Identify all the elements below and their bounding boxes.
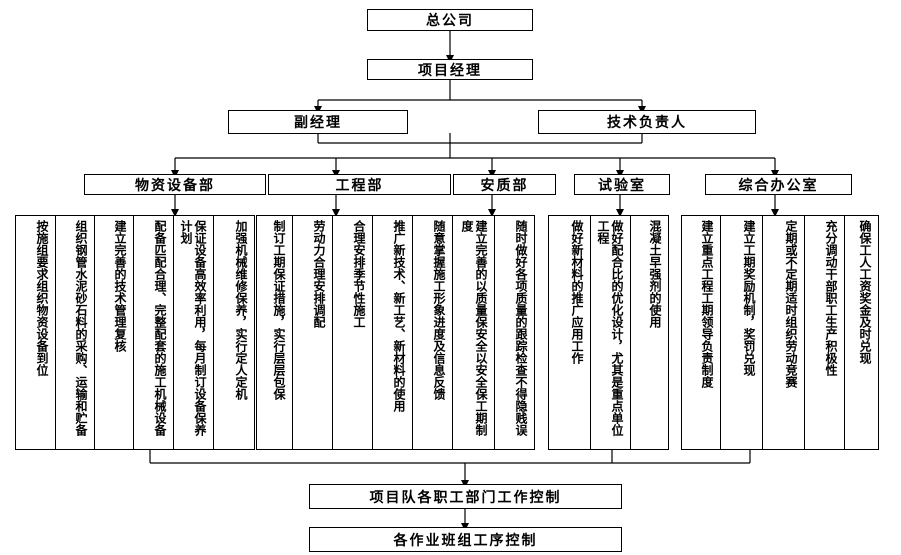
task-column: 做好配合比的优化设计，尤其是重点单位工程 [590,215,631,450]
task-column: 保证设备高效率利用，每月制订设备保养计划 [173,215,214,450]
task-column-text: 随意掌握施工形象进度及信息反馈 [432,220,446,400]
project-manager-box: 项目经理 [367,59,533,80]
task-column-text: 制订工期保证措施，实行层层包保 [272,220,286,400]
task-column: 加强机械维修保养，实行定人定机 [213,215,255,450]
crew-control-box: 各作业班组工序控制 [309,527,622,552]
task-column: 建立完善的以质量保安全以安全保工期制度 [452,215,495,450]
task-column-text: 配备匹配合理、完整配套的施工机械设备 [153,220,167,436]
task-column-text: 建立重点工程工期领导负责制度 [700,220,714,388]
task-column-text: 做好配合比的优化设计，尤其是重点单位工程 [596,220,624,436]
task-column: 制订工期保证措施，实行层层包保 [256,215,293,450]
task-column-text: 随时做好各项质量的跟踪检查不得隐贱误 [514,220,528,436]
task-column: 建立工期奖励机制，奖罚兑现 [720,215,763,450]
task-column: 建立重点工程工期领导负责制度 [681,215,721,450]
task-column: 随时做好各项质量的跟踪检查不得隐贱误 [494,215,535,450]
dept-materials-equipment: 物资设备部 [84,174,266,195]
task-column: 确保工人工资奖金及时兑现 [844,215,879,450]
deputy-manager-box: 副经理 [228,110,408,134]
task-column: 定期或不定期适时组织劳动竞赛 [762,215,805,450]
task-column-text: 合理安排季节性施工 [352,220,366,328]
task-column: 合理安排季节性施工 [332,215,373,450]
task-column: 按施组要求组织物资设备到位 [15,215,56,450]
task-column: 配备匹配合理、完整配套的施工机械设备 [133,215,174,450]
team-control-box: 项目队各职工部门工作控制 [309,484,622,509]
dept-engineering: 工程部 [268,174,451,195]
task-column-text: 做好新材料的推广应用工作 [570,220,584,364]
task-column-text: 建立完善的技术管理复核 [113,220,127,352]
task-column-text: 建立工期奖励机制，奖罚兑现 [742,220,756,376]
task-column: 混凝土早强剂的使用 [630,215,669,450]
task-column: 建立完善的技术管理复核 [94,215,134,450]
task-column-text: 推广新技术、新工艺、新材料的使用 [392,220,406,412]
tech-lead-box: 技术负责人 [538,110,756,134]
task-column-text: 混凝土早强剂的使用 [648,220,662,328]
task-column-text: 定期或不定期适时组织劳动竞赛 [784,220,798,388]
task-column: 做好新材料的推广应用工作 [548,215,591,450]
task-column-text: 加强机械维修保养，实行定人定机 [234,220,248,400]
dept-laboratory: 试验室 [574,174,670,195]
task-column-text: 充分调动干部职工生产积极性 [824,220,838,376]
task-column: 充分调动干部职工生产积极性 [804,215,845,450]
task-column-text: 确保工人工资奖金及时兑现 [858,220,872,364]
dept-general-office: 综合办公室 [705,174,852,195]
company-box: 总公司 [367,9,533,31]
task-column: 随意掌握施工形象进度及信息反馈 [412,215,453,450]
task-column-text: 劳动力合理安排调配 [312,220,326,328]
task-column-text: 组织钢管水泥砂石料的采购、运输和贮备 [74,220,88,436]
task-column-text: 保证设备高效率利用，每月制订设备保养计划 [179,220,207,436]
task-column-text: 按施组要求组织物资设备到位 [35,220,49,376]
dept-quality-safety: 安质部 [453,174,556,195]
task-column: 组织钢管水泥砂石料的采购、运输和贮备 [55,215,95,450]
task-column: 劳动力合理安排调配 [292,215,333,450]
task-column-text: 建立完善的以质量保安全以安全保工期制度 [460,220,488,436]
task-column: 推广新技术、新工艺、新材料的使用 [372,215,413,450]
